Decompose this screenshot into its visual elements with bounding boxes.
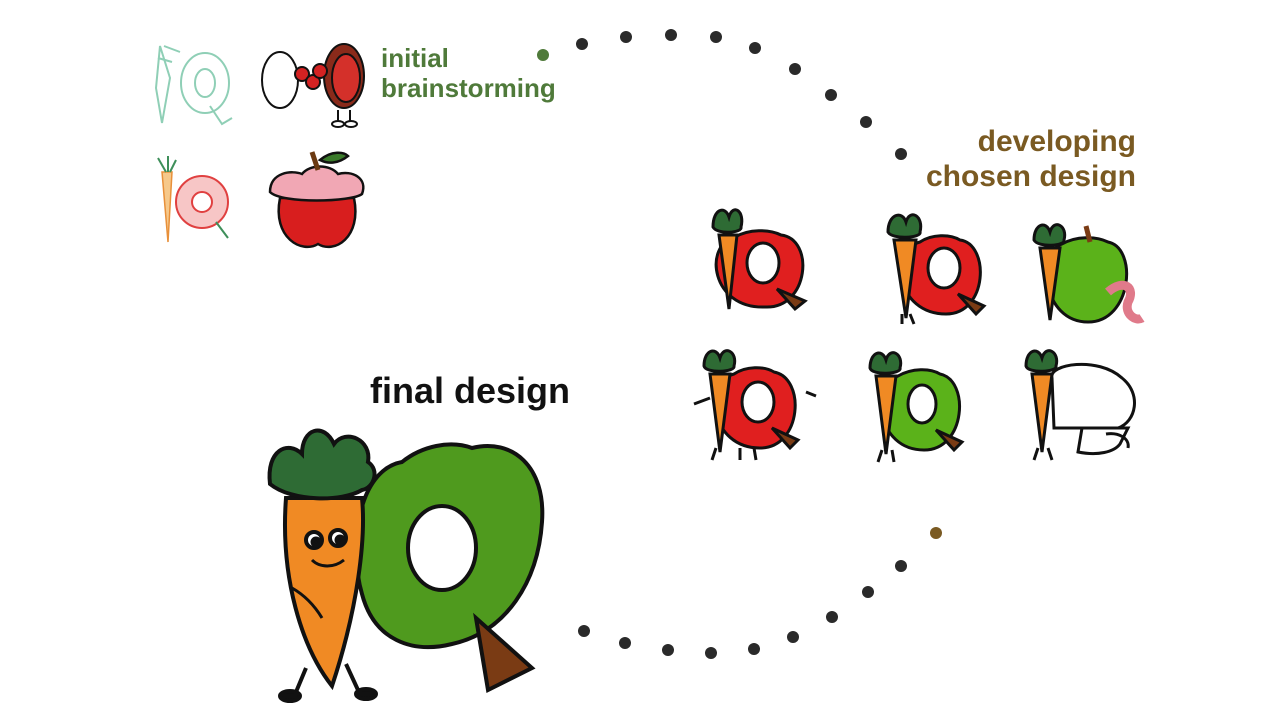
carrot-green-apple (868, 351, 965, 463)
carrot-green-apple-final (267, 428, 545, 703)
timeline-dot (710, 31, 722, 43)
timeline-dot (826, 611, 838, 623)
brainstorming-label-text: initial brainstorming (381, 43, 556, 103)
timeline-dot (895, 148, 907, 160)
carrot-donut-sketch (157, 156, 229, 243)
timeline-dot (619, 637, 631, 649)
final-design-label-text: final design (370, 370, 571, 411)
timeline-start-dot (537, 49, 549, 61)
timeline-dot (662, 644, 674, 656)
timeline-dot (860, 116, 872, 128)
carrot-q-sketch (154, 45, 233, 126)
brainstorming-label: initial brainstorming (381, 43, 556, 104)
bean-boxers-sketch (261, 43, 365, 128)
carrot-mushroom (1024, 349, 1136, 461)
timeline-dot (576, 38, 588, 50)
carrot-red-apple-2 (886, 213, 987, 325)
timeline-dot (748, 643, 760, 655)
timeline-dot (665, 29, 677, 41)
timeline-mid-dot (930, 527, 942, 539)
carrot-red-apple-3 (693, 349, 817, 461)
timeline-dot (749, 42, 761, 54)
developing-label: developing chosen design (900, 125, 1136, 194)
timeline-dot (862, 586, 874, 598)
developing-label-text: developing chosen design (925, 125, 1136, 193)
timeline-end-dot (578, 625, 590, 637)
timeline-dot (705, 647, 717, 659)
carrot-red-apple-1 (711, 208, 808, 312)
timeline-dot (825, 89, 837, 101)
final-design-label: final design (370, 370, 570, 411)
timeline-dot (620, 31, 632, 43)
carrot-green-apple-worm (1032, 223, 1145, 324)
timeline-dot (787, 631, 799, 643)
timeline-dot (789, 63, 801, 75)
timeline-dot (895, 560, 907, 572)
apple-cake-sketch (268, 151, 365, 249)
